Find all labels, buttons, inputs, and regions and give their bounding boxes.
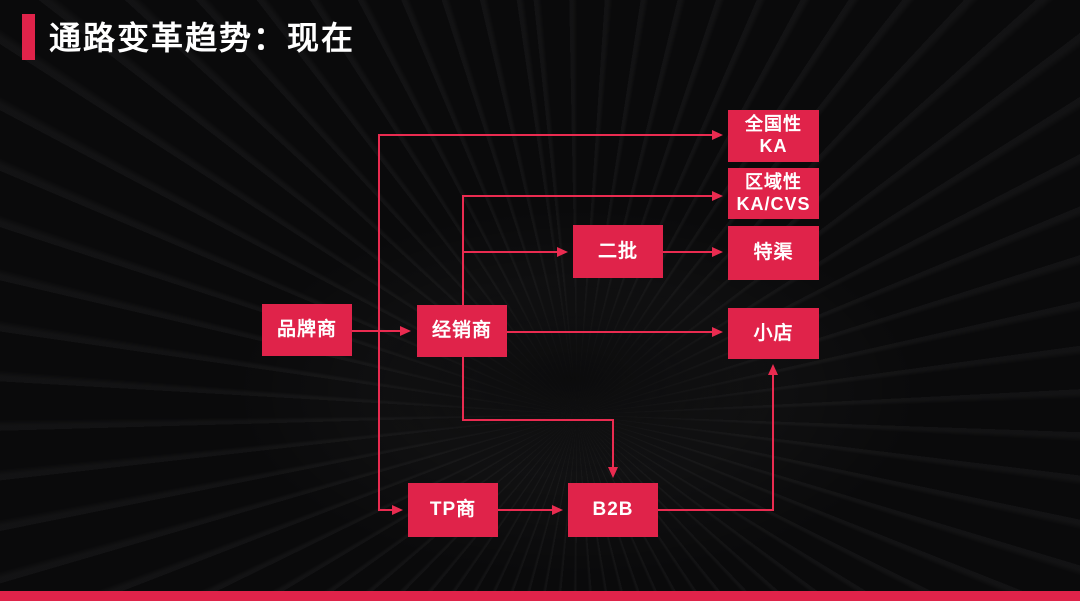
- node-second-tier-label: 二批: [597, 240, 638, 262]
- node-distributor: 经销商: [417, 305, 507, 357]
- node-distributor-label: 经销商: [431, 320, 492, 342]
- edge-b2b-small-store: [658, 364, 778, 511]
- node-tp: TP商: [408, 483, 498, 537]
- node-small-store-label: 小店: [753, 322, 794, 344]
- page-title: 通路变革趋势：现在: [49, 20, 356, 56]
- node-small-store: 小店: [728, 308, 819, 359]
- edge-brand-tp: [378, 331, 403, 515]
- node-tp-label: TP商: [429, 499, 477, 521]
- node-second-tier: 二批: [573, 225, 663, 278]
- node-brand: 品牌商: [262, 304, 352, 356]
- edge-brand-national-ka: [378, 130, 723, 331]
- node-b2b-label: B2B: [592, 499, 634, 521]
- node-regional-ka-cvs-line1: 区域性: [745, 171, 802, 192]
- bottom-accent-bar: [0, 591, 1080, 601]
- node-national-ka-line1: 全国性: [745, 114, 802, 135]
- node-special-channel: 特渠: [728, 226, 819, 280]
- title-accent-bar: [22, 14, 35, 60]
- node-b2b: B2B: [568, 483, 658, 537]
- node-regional-ka-cvs-line2: KA/CVS: [736, 193, 811, 214]
- node-national-ka-line2: KA: [759, 136, 788, 156]
- node-special-channel-label: 特渠: [753, 242, 794, 264]
- slide-header: 通路变革趋势：现在: [0, 0, 1080, 80]
- node-national-ka: 全国性 KA: [728, 110, 819, 162]
- edge-distributor-b2b: [462, 357, 618, 478]
- node-brand-label: 品牌商: [276, 319, 337, 341]
- node-regional-ka-cvs: 区域性 KA/CVS: [728, 168, 819, 219]
